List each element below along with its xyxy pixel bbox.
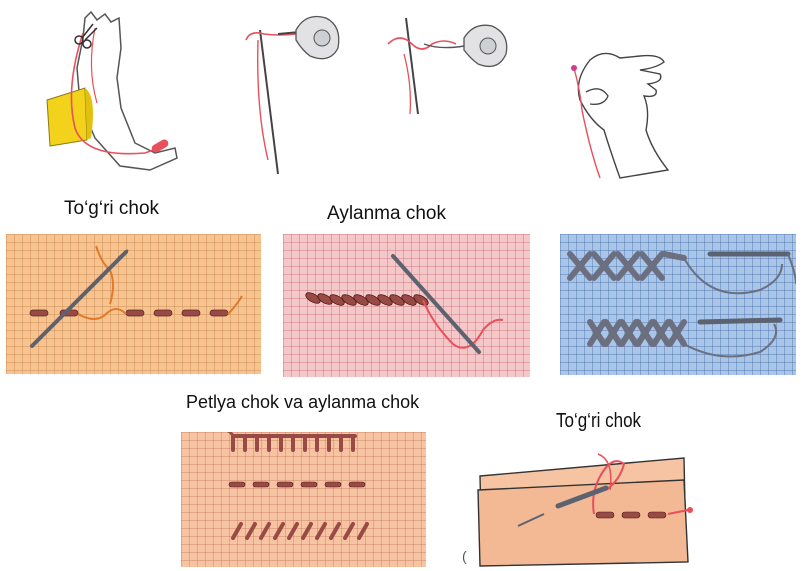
arm-measure-illustration xyxy=(25,8,185,178)
togri-chok-label-2: To‘g‘ri chok xyxy=(556,410,641,433)
needle-threader-loop-illustration xyxy=(382,14,522,124)
togri-chok-label-1: To‘g‘ri chok xyxy=(64,198,159,220)
whip-stitch-panel xyxy=(283,234,530,377)
stray-mark: ( xyxy=(462,548,467,564)
needle-threader-illustration xyxy=(238,10,348,175)
aylanma-chok-label: Aylanma chok xyxy=(327,203,446,225)
fabric-layers-illustration xyxy=(474,450,704,568)
blanket-stitch-panel xyxy=(181,432,426,567)
hand-knot-illustration xyxy=(560,40,690,180)
running-stitch-panel xyxy=(6,234,261,374)
petlya-chok-label: Petlya chok va aylanma chok xyxy=(186,392,419,413)
cross-stitch-panel xyxy=(560,234,796,375)
